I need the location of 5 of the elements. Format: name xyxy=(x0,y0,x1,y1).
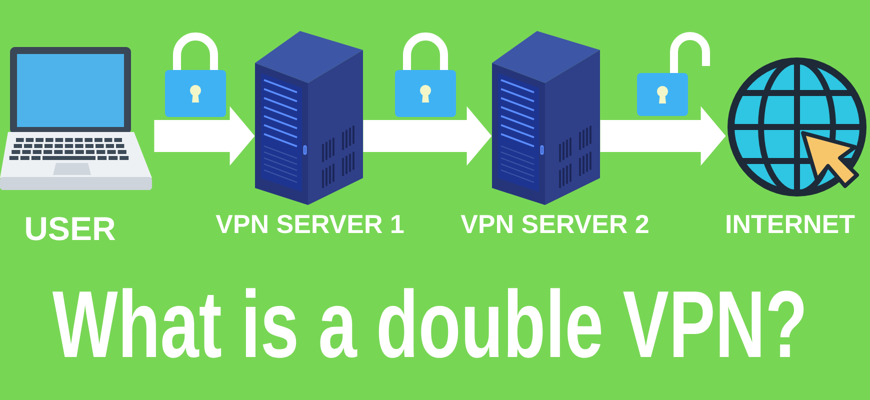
node-label: INTERNET xyxy=(726,215,855,233)
node-label: VPN SERVER 1 xyxy=(216,214,404,234)
node-label: VPN SERVER 2 xyxy=(460,214,648,234)
node-label: USER xyxy=(26,216,116,240)
title: What is a double VPN? xyxy=(52,288,804,358)
